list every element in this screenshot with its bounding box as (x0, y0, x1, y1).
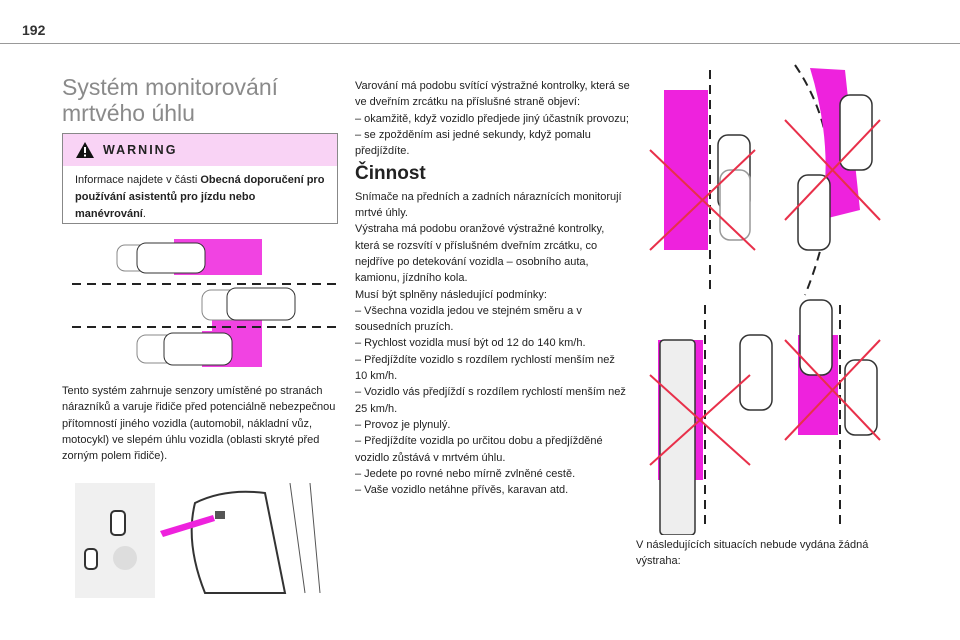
condition-item: – Vozidlo vás předjíždí s rozdílem rychl… (355, 386, 626, 415)
page-number: 192 (22, 22, 46, 38)
condition-item: – Všechna vozidla jedou ve stejném směru… (355, 304, 582, 334)
warning-text-pre: Informace najdete v části (75, 174, 201, 186)
condition-item: – Předjíždíte vozidlo s rozdílem rychlos… (355, 353, 615, 383)
condition-item: – Předjíždíte vozidla po určitou dobu a … (355, 435, 603, 464)
illustration-mirror (75, 483, 321, 598)
condition-item: – Rychlost vozidla musí být od 12 do 140… (355, 337, 586, 350)
illustration-no-warning-cases (649, 64, 881, 535)
warning-text-post: . (142, 208, 146, 220)
warning-link-text: Obecná doporučení pro používání asistent… (75, 174, 325, 220)
condition-item: – Jedete po rovné nebo mírně zvlněné ces… (355, 467, 576, 480)
body-line: Musí být splněny následující podmínky: (355, 288, 547, 301)
section-heading: Činnost (355, 163, 426, 185)
intro-line-1: Varování má podobu svítící výstražné kon… (355, 80, 630, 109)
condition-item: – Vaše vozidlo netáhne přívěs, karavan a… (355, 484, 569, 497)
condition-item: – Provoz je plynulý. (355, 418, 451, 431)
intro-line-3: – se zpožděním asi jedné sekundy, když p… (355, 128, 591, 158)
warning-box: WARNING Informace najdete v části Obecná… (62, 133, 338, 224)
intro-paragraph: Tento systém zahrnuje senzory umístěné p… (62, 385, 336, 463)
intro-line-2: – okamžitě, když vozidlo předjede jiný ú… (355, 112, 629, 125)
warning-header: WARNING (63, 134, 337, 166)
illustration-lanes (72, 239, 337, 367)
warning-text: Informace najdete v části Obecná doporuč… (63, 166, 337, 229)
no-warning-caption: V následujících situacích nebude vydána … (636, 539, 869, 568)
page-title: Systém monitorování mrtvého úhlu (62, 74, 279, 126)
warning-label: WARNING (103, 143, 178, 157)
header-divider (0, 43, 960, 44)
body-line: Výstraha má podobu oranžové výstražné ko… (355, 223, 605, 285)
warning-triangle-icon (76, 142, 94, 158)
body-line: Snímače na předních a zadních náraznícíc… (355, 190, 622, 220)
operation-column: Varování má podobu svítící výstražné kon… (355, 78, 630, 498)
